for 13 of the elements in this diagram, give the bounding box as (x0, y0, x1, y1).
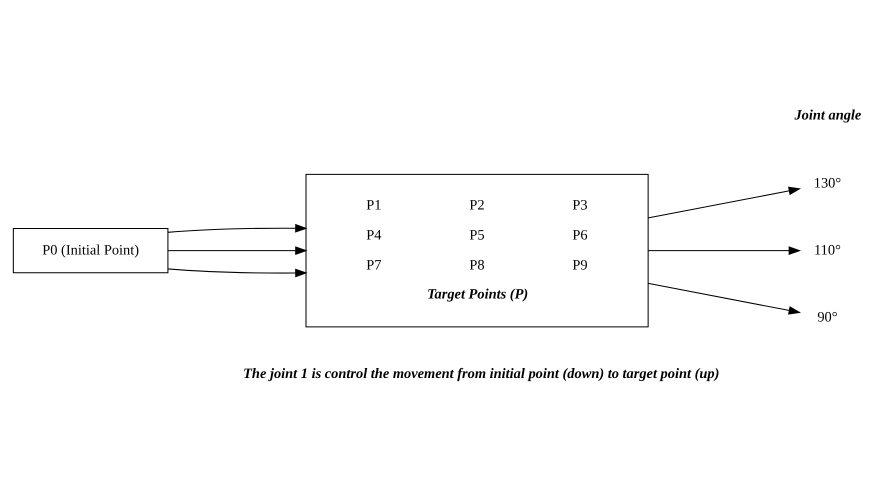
label: The joint 1 is control the movement from initial point (down) to target point (up) (243, 366, 720, 382)
arrow (168, 224, 308, 233)
arrow (648, 282, 801, 315)
node-box: P1 P2 P3 P4 P5 P6 P7 P8 P9 Target Points (P) (306, 174, 649, 328)
label: Joint angle (794, 107, 862, 124)
node-text: 90° (817, 309, 838, 326)
node-text: 130° (814, 175, 842, 192)
arrow (648, 246, 802, 255)
arrow (168, 246, 308, 255)
node-text: 110° (814, 242, 841, 258)
arrow (168, 268, 308, 278)
arrow (648, 186, 801, 218)
node-box: P0 (Initial Point) (12, 228, 168, 274)
